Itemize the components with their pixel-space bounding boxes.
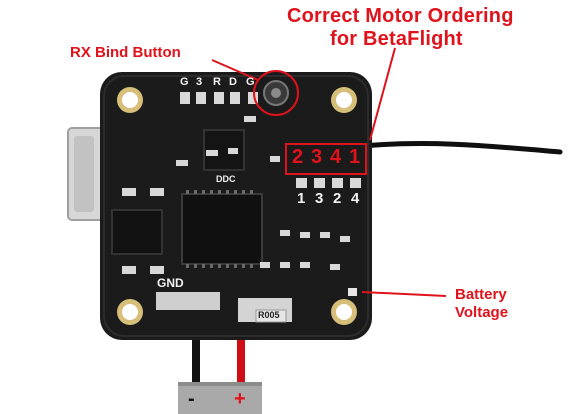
power-terminal-block <box>178 382 262 414</box>
uart-silk-label: G <box>246 76 255 88</box>
uart-silk-label: R <box>213 76 221 88</box>
uart-silk-label: G <box>180 76 189 88</box>
battery-sense-pad <box>348 288 357 296</box>
motor-pads <box>296 178 361 188</box>
battery-label-line1: Battery <box>455 286 507 303</box>
mounting-holes <box>117 87 357 325</box>
resistor <box>255 309 287 323</box>
silkscreen-motor-number: 2 <box>333 190 342 207</box>
rx-bind-pointer <box>211 59 259 81</box>
rx-bind-highlight-circle <box>253 70 299 116</box>
betaflight-motor-number: 4 <box>330 146 342 168</box>
positive-terminal-label: + <box>234 388 246 410</box>
positive-power-wire <box>237 320 245 394</box>
battery-label-line2: Voltage <box>455 304 509 321</box>
betaflight-motor-number: 1 <box>349 146 361 168</box>
smd-components <box>122 116 350 274</box>
ddc-silk-label: DDC <box>216 174 236 184</box>
motor-order-highlight-box <box>285 143 367 175</box>
mcu-chip <box>181 193 263 265</box>
motor-order-title-line2: for BetaFlight <box>330 28 463 50</box>
negative-power-wire <box>192 320 200 394</box>
silkscreen-motor-number: 1 <box>297 190 306 207</box>
betaflight-motor-number: 2 <box>292 146 304 168</box>
uart-pads <box>180 92 258 104</box>
betaflight-motor-number: 3 <box>311 146 323 168</box>
motor-order-pointer <box>369 47 396 141</box>
gnd-silk-label: GND <box>157 276 184 290</box>
rx-antenna-wire <box>359 141 563 155</box>
uart-silk-label: 3 <box>196 76 203 88</box>
resistor-code-label: R005 <box>258 310 280 320</box>
uart-silk-label: D <box>229 76 237 88</box>
gnd-pad <box>156 292 220 310</box>
regulator-chip <box>111 209 163 255</box>
silkscreen-motor-number: 3 <box>315 190 324 207</box>
negative-terminal-label: - <box>188 388 195 410</box>
motor-order-title-line1: Correct Motor Ordering <box>287 5 514 27</box>
rx-bind-label: RX Bind Button <box>70 44 181 61</box>
silkscreen-motor-number: 4 <box>351 190 360 207</box>
battery-pointer <box>361 291 447 297</box>
